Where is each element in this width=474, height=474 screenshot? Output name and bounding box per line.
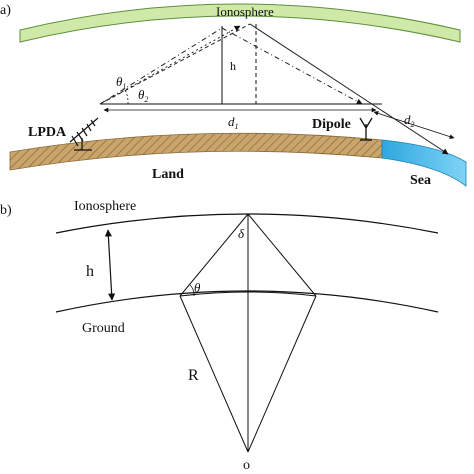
d2-dimension (373, 111, 455, 139)
ionosphere-band (19, 3, 461, 43)
h-label-b: h (86, 263, 94, 280)
lpda-antenna-icon (69, 117, 99, 151)
theta-label-b: θ (194, 280, 201, 295)
sea-strip (381, 139, 467, 187)
R-label: R (188, 367, 199, 384)
o-label: o (243, 458, 250, 473)
theta-arc (123, 87, 129, 105)
ground-label: Ground (82, 321, 125, 336)
h-label-a: h (230, 59, 236, 73)
theta2-label: θ2 (138, 87, 148, 104)
d2-label: d2 (404, 112, 415, 129)
panel-b-label: b) (0, 203, 12, 218)
land-label: Land (152, 167, 184, 182)
sea-label: Sea (410, 173, 431, 188)
theta1-label: θ1 (116, 74, 126, 91)
geometry-lines (179, 213, 317, 453)
ground-arc (55, 290, 439, 313)
ionosphere-label-a: Ionosphere (216, 4, 274, 19)
dipole-antenna-icon (359, 117, 373, 141)
d1-label: d1 (228, 114, 239, 131)
delta-label: δ (238, 226, 245, 241)
height-arrow (104, 229, 116, 301)
dipole-label: Dipole (312, 117, 351, 132)
ionosphere-label-b: Ionosphere (74, 199, 136, 214)
ionosphere-arc (55, 213, 439, 234)
panel-a-label: a) (0, 3, 11, 18)
theta-arc-b (189, 284, 195, 297)
lpda-label: LPDA (28, 125, 67, 140)
